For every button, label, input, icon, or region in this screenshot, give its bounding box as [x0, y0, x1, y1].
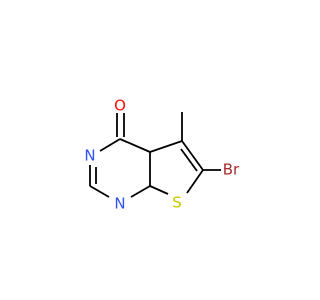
bromine-label: Br — [223, 161, 240, 179]
bond-c4a-c5 — [149, 140, 183, 153]
atom-labels: O N N S Br — [84, 97, 240, 213]
nitrogen-bottom-label: N — [114, 195, 125, 213]
oxygen-label: O — [114, 97, 126, 115]
bond-s-c7a — [149, 185, 169, 195]
bond-c5-c6 — [181, 140, 204, 171]
bond-c2-n1 — [89, 185, 110, 198]
bond-c4-n3 — [99, 138, 121, 152]
bonds — [89, 112, 221, 198]
bond-c6-s — [186, 169, 204, 194]
nitrogen-top-label: N — [84, 147, 95, 165]
bond-c4a-c4 — [119, 138, 151, 153]
bond-c5-c6-second — [180, 148, 198, 172]
sulfur-label: S — [172, 194, 182, 212]
bond-n1-c7a — [130, 185, 151, 198]
molecule-structure: O N N S Br — [84, 97, 240, 213]
